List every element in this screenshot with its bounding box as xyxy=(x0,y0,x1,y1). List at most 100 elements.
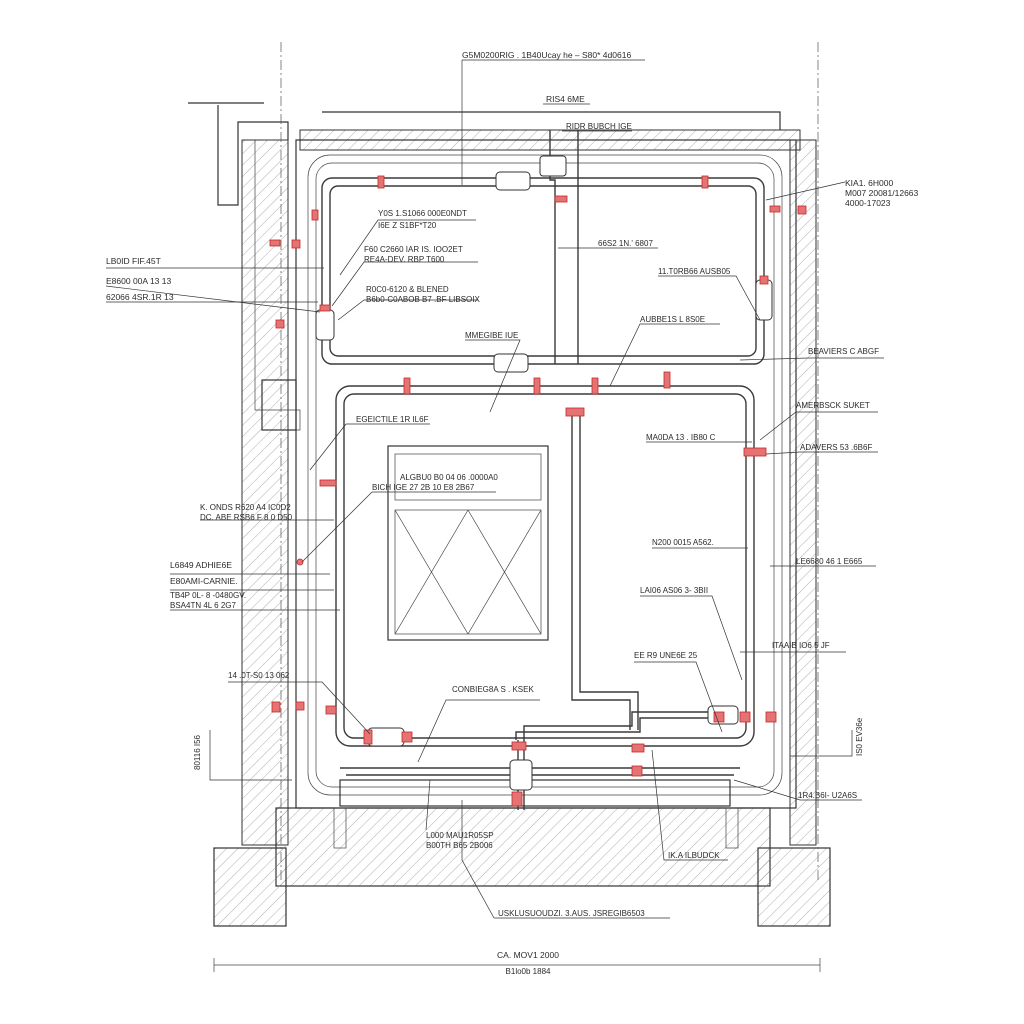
leader-bottom-1 xyxy=(417,699,540,763)
fitting xyxy=(401,731,413,743)
fitting xyxy=(759,275,769,285)
label-left-9: 80116 I56 xyxy=(193,734,202,770)
label-right-1: 11.T0RB66 AUSB05 xyxy=(658,267,731,276)
leader-right-4 xyxy=(759,411,878,441)
label-inner-2b: RE4A-DEV. RBP T600 xyxy=(364,255,445,264)
lower-loop-inner xyxy=(343,393,747,739)
label-inner-1a: Y0S 1.S1066 000E0NDT xyxy=(378,209,467,218)
roof-outline-2 xyxy=(322,111,781,130)
label-inner-3b: B6b0-C0ABOB B7 .BF LIBSOIX xyxy=(366,295,480,304)
label-right-6: MA0DA 13 . IB80 C xyxy=(646,433,716,442)
leader-left-2 xyxy=(105,285,321,313)
upper-loop xyxy=(321,177,765,365)
label-dim-2: B1lo0b 1884 xyxy=(506,967,551,976)
fitting xyxy=(769,205,781,213)
label-mid: 66S2 1N.' 6807 xyxy=(598,239,653,248)
label-box: ALGBU0 B0 04 06 .0000A0 xyxy=(400,473,498,482)
fitting xyxy=(743,447,767,457)
left-pier xyxy=(333,807,347,849)
label-top-title: G5M0200RIG . 1B40Ucay he – S80* 4d0616 xyxy=(462,50,631,60)
leader-bottom-3 xyxy=(651,749,728,861)
label-left-2: E8600 00A 13 13 xyxy=(106,276,172,286)
fitting xyxy=(377,175,385,189)
fitting xyxy=(591,377,599,395)
leader-inner-2 xyxy=(331,261,478,307)
label-right-8: LE6680 46 1 E665 xyxy=(796,557,863,566)
label-left-6: E80AMI-CARNIE. xyxy=(170,576,238,586)
label-right-13: 1R4.B6I- U2A6S xyxy=(798,791,857,800)
fitting xyxy=(319,304,331,312)
fitting xyxy=(269,239,281,247)
drop-pipe xyxy=(571,410,631,730)
fitting xyxy=(701,175,709,189)
label-right-11: ITAAIB IO6 5 JF xyxy=(772,641,830,650)
label-right-3: BEAVIERS C ABGF xyxy=(808,347,879,356)
label-box-sub: BICH IGE 27 2B 10 E8 2B67 xyxy=(372,483,475,492)
leaders xyxy=(105,59,884,919)
valve-left xyxy=(315,309,335,341)
fitting xyxy=(797,205,807,215)
label-bottom-2b: B00TH B65 2B006 xyxy=(426,841,493,850)
leader-left-8 xyxy=(228,681,371,735)
fitting xyxy=(311,209,319,221)
leader-right-9 xyxy=(640,595,743,681)
panel-header xyxy=(394,453,542,501)
label-center-top: MMEGIBE IUE xyxy=(465,331,518,340)
valve-mid xyxy=(493,353,529,373)
fitting xyxy=(511,791,523,807)
leader-base xyxy=(461,800,495,919)
valve-bottom-left xyxy=(367,727,405,747)
label-tr-1: KIA1. 6H000 xyxy=(845,178,893,188)
label-left-7b: BSA4TN 4L 6 2G7 xyxy=(170,601,237,610)
fitting xyxy=(631,743,645,753)
leader-right-12 xyxy=(790,730,853,757)
upper-loop-inner xyxy=(329,185,757,357)
leader-right-3 xyxy=(739,357,884,361)
fitting xyxy=(739,711,751,723)
fitting xyxy=(275,319,285,329)
fitting xyxy=(291,239,301,249)
label-room: EGEICTILE 1R IL6F xyxy=(356,415,429,424)
leader-left-9 xyxy=(209,730,292,781)
label-riser-sub: RIDR BUBCH IGE xyxy=(566,122,632,131)
leader-inner-1 xyxy=(339,219,476,276)
label-bottom-3: IK.A ILBUDCK xyxy=(668,851,720,860)
label-right-10: EE R9 UNE6E 25 xyxy=(634,651,698,660)
right-footing xyxy=(757,847,831,927)
fitting xyxy=(325,705,337,715)
label-right-2: AUBBE1S L 8S0E xyxy=(640,315,705,324)
leader-right-2 xyxy=(609,323,720,387)
label-riser-top: RIS4 6ME xyxy=(546,94,585,104)
equipment-box xyxy=(387,445,549,641)
label-left-4b: DC. ABE RSB6 F 8 0 D50 xyxy=(200,513,293,522)
label-left-5: L6849 ADHIE6E xyxy=(170,560,232,570)
fitting xyxy=(319,479,337,487)
label-bottom-1: CONBIEG8A S . KSEK xyxy=(452,685,534,694)
label-tr-2: M007 20081/12663 xyxy=(845,188,919,198)
leader-right-13 xyxy=(733,779,862,801)
fitting xyxy=(631,765,643,777)
fitting xyxy=(565,407,585,417)
fitting xyxy=(765,711,777,723)
fitting xyxy=(363,729,373,745)
fittings xyxy=(269,175,807,807)
left-parapet xyxy=(217,105,289,206)
label-inner-2a: F60 C2660 IAR IS. IOO2ET xyxy=(364,245,463,254)
label-left-3: 62066 4SR.1R 13 xyxy=(106,292,174,302)
panel-cross-2 xyxy=(394,509,469,635)
valve-right xyxy=(755,279,773,321)
axes xyxy=(213,42,821,972)
tank-outer xyxy=(295,139,797,809)
leader-bottom-2 xyxy=(425,779,431,831)
fitting xyxy=(663,371,671,389)
panel-outer xyxy=(387,445,549,641)
fitting xyxy=(713,711,725,723)
leader-inner-3 xyxy=(337,299,478,321)
label-bottom-2a: L000 MAU1R05SP xyxy=(426,831,494,840)
label-left-7a: TB4P 0L- 8 -0480GV. xyxy=(170,591,246,600)
left-wall-hatch xyxy=(241,139,289,846)
tank-inner xyxy=(307,154,783,796)
valves xyxy=(315,155,773,791)
leader-right-5 xyxy=(765,451,878,455)
